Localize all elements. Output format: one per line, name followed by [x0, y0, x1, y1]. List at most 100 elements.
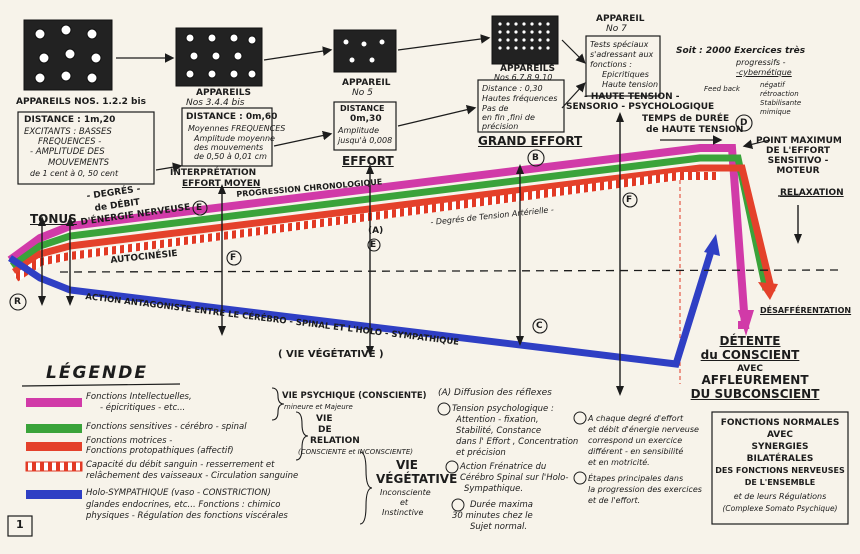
circled-letters: [9, 114, 753, 334]
note-b: et précision: [456, 448, 506, 458]
note-a: (A) Diffusion des réflexes: [438, 388, 552, 398]
legend-item-psychic-2: - épicritiques - etc...: [100, 403, 186, 413]
feedback-label: mimique: [760, 108, 791, 116]
note-c: Sympathique.: [464, 484, 524, 494]
note-f: et de l'effort.: [588, 496, 641, 505]
desafferentation-label: DÉSAFFÉRENTATION: [760, 306, 852, 315]
circle-f-label: F: [230, 253, 237, 263]
note-f: Étapes principales dans: [588, 474, 684, 483]
feedback-label: Feed back: [704, 85, 740, 93]
point-max-label: SENSITIVO -: [767, 156, 829, 166]
apparatus-6-line: Pas de: [482, 104, 509, 113]
effort-label: EFFORT: [342, 154, 394, 168]
apparatus-6-line: Hautes fréquences: [482, 94, 558, 103]
vegetative-life-label: ( VIE VÉGÉTATIVE ): [278, 349, 384, 360]
normal-functions-label: DES FONCTIONS NERVEUSES: [715, 466, 845, 475]
point-max-label: DE L'EFFORT: [765, 146, 830, 156]
legend-item-motor-2: Fonctions protopathiques (affectif): [86, 446, 234, 456]
note-e: et débit d'énergie nerveuse: [588, 425, 699, 434]
arrow-heads: [38, 112, 802, 396]
circle-b-label: B: [532, 153, 539, 163]
exercises-label: Soit : 2000 Exercices très: [676, 46, 806, 56]
legend-swatch-vegetative: [26, 490, 82, 499]
legend-item-blood-2: relâchement des vaisseaux - Circulation …: [86, 471, 299, 481]
apparatus-3-line: Moyennes FREQUENCES: [188, 124, 286, 133]
apparatus-6-line: en fin ,fini de: [482, 113, 535, 122]
psychic-life-label: VIE PSYCHIQUE (CONSCIENTE): [282, 391, 427, 401]
circle-f-label-2: F: [626, 195, 633, 205]
sensorio-label: SENSORIO - PSYCHOLOGIQUE: [566, 102, 715, 112]
note-b: Attention - fixation,: [456, 415, 539, 425]
apparatus-6-line: Distance : 0,30: [482, 84, 543, 93]
apparatus-1-line: MOUVEMENTS: [48, 158, 110, 168]
legend-item-vegetative: Holo-SYMPATHIQUE (vaso - CONSTRICTION): [86, 488, 271, 498]
effort-moyen-label: EFFORT MOYEN: [182, 179, 261, 189]
apparatus-7-line: Epicritiques: [602, 70, 649, 79]
relaxation-label: RELAXATION: [780, 188, 844, 198]
apparatus-6-number: Nos 6.7.8.9.10: [494, 73, 553, 82]
apparatus-1-line: FREQUENCES -: [38, 137, 102, 147]
point-max-label: MOTEUR: [776, 166, 820, 176]
apparatus-5-title: APPAREIL: [342, 78, 391, 88]
band-psychic: [7, 144, 754, 336]
normal-functions-label: et de leurs Régulations: [733, 492, 827, 501]
apparatus-7-title: APPAREIL: [596, 14, 645, 24]
note-c: Action Frénatrice du: [460, 462, 547, 472]
exercises-label-3: -cybernétique: [736, 68, 792, 77]
apparatus-5-line: jusqu'à 0,008: [338, 136, 393, 145]
circle-e-label-2: E: [370, 240, 377, 250]
apparatus-1-title: APPAREILS NOS. 1.2.2 bis: [16, 97, 146, 107]
vertical-arrows: [41, 118, 799, 390]
apparatus-1-distance: DISTANCE : 1m,20: [24, 115, 116, 125]
apparatus-box-5: [333, 29, 397, 73]
apparatus-5-distance-value: 0m,30: [350, 114, 382, 124]
note-e: A chaque degré d'effort: [588, 414, 684, 423]
duration-label: TEMPS de DURÉE: [642, 114, 730, 124]
note-b: Tension psychologique :: [452, 404, 554, 414]
apparatus-1-line: - AMPLITUDE DES: [30, 147, 105, 157]
detente-label: DÉTENTE: [719, 334, 781, 348]
apparatus-box-6: [491, 15, 559, 65]
note-d: Sujet normal.: [470, 522, 528, 532]
legend-brackets: [271, 387, 373, 525]
tonus-label: TONUS: [30, 212, 77, 226]
note-d: Durée maxima: [470, 500, 533, 510]
legend-title: LÉGENDE: [46, 363, 148, 383]
legend-item-motor: Fonctions motrices -: [86, 436, 173, 446]
legend-underline: [21, 383, 181, 387]
legend-swatch-sensory: [26, 424, 82, 433]
apparatus-3-number: Nos 3.4.4 bis: [186, 98, 245, 108]
progression-arrows: [116, 34, 586, 172]
relation-life-label-3: RELATION: [310, 436, 360, 446]
note-f: la progression des exercices: [588, 485, 702, 494]
circle-c-label: C: [536, 321, 543, 331]
feedback-label: Stabilisante: [760, 99, 802, 107]
vegetative-legend-label-5: Instinctive: [382, 508, 424, 517]
grand-effort-label: GRAND EFFORT: [478, 134, 583, 148]
circle-r-label: R: [14, 297, 21, 307]
autokinesis-baseline: [59, 269, 843, 273]
note-b: dans l' Effort , Concentration: [456, 437, 579, 447]
circle-e-label: E: [196, 203, 203, 213]
legend-swatch-blood: [25, 461, 83, 472]
apparatus-1-line: EXCITANTS : BASSES: [24, 127, 112, 137]
apparatus-7-line: Haute tension: [602, 80, 659, 89]
apparatus-7-line: s'adressant aux: [590, 50, 654, 59]
duration-arrows: [660, 135, 800, 197]
info-boxes: [7, 35, 849, 537]
apparatus-5-number: No 5: [352, 88, 373, 98]
legend-swatch-psychic: [26, 398, 82, 407]
normal-functions-label: SYNERGIES: [751, 442, 809, 452]
apparatus-6-title: APPAREILS: [500, 64, 555, 74]
legend-item-sensory: Fonctions sensitives - cérébro - spinal: [86, 422, 247, 432]
apparatus-7-number: No 7: [606, 24, 627, 34]
note-b: Stabilité, Constance: [456, 426, 542, 436]
vegetative-legend-label: VIE: [396, 458, 418, 472]
apparatus-1-line: de 1 cent à 0, 50 cent: [30, 169, 119, 178]
exercises-label-2: progressifs -: [736, 58, 786, 67]
circle-d-label: D: [740, 118, 748, 128]
feedback-label: rétroaction: [760, 90, 799, 98]
apparatus-3-line: Amplitude moyenne: [194, 134, 275, 143]
